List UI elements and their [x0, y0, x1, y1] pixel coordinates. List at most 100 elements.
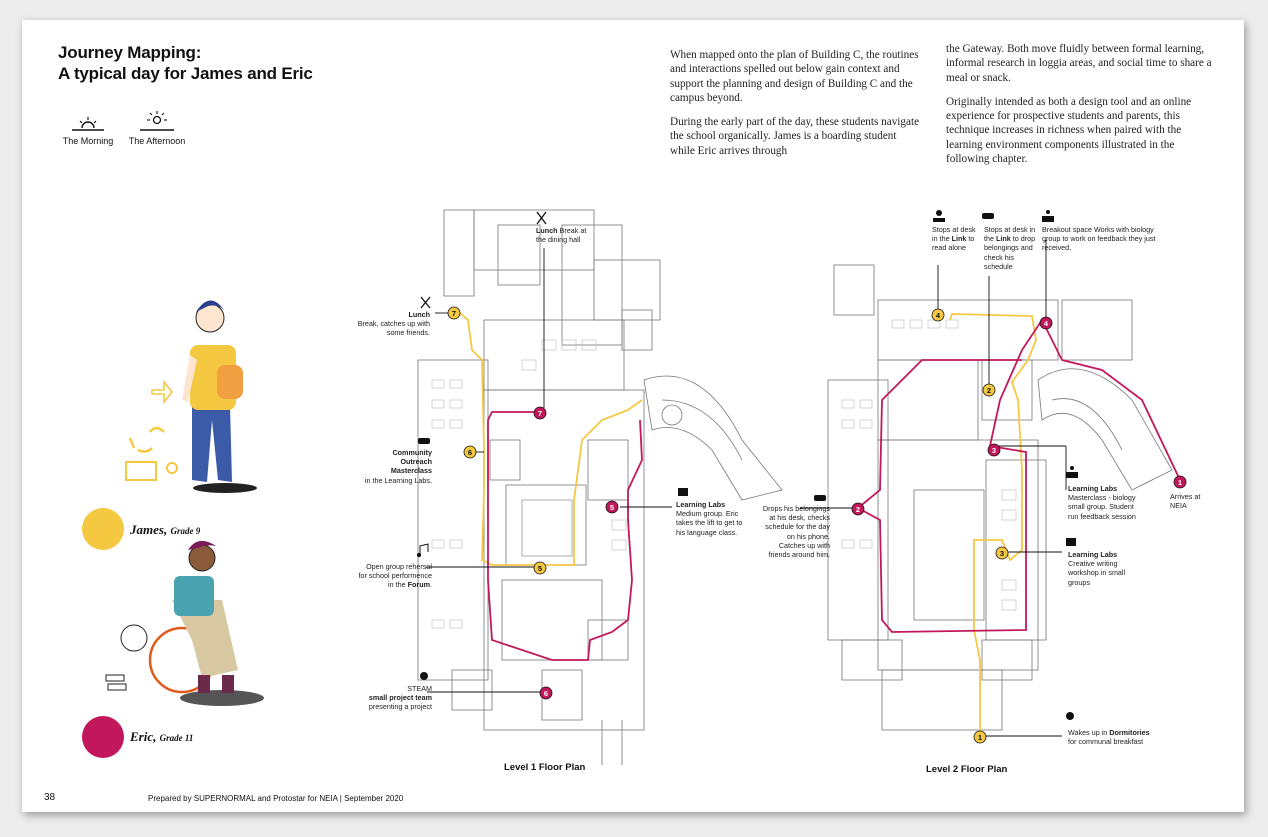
svg-text:5: 5: [538, 564, 542, 573]
stops-desk-drop-bold: Link: [996, 234, 1011, 244]
stops-desk-read-bold: Link: [951, 234, 967, 244]
lunch-friends-bold: Lunch: [408, 310, 430, 319]
title-line-1: Journey Mapping:: [58, 43, 202, 62]
labs-master-bold: Learning Labs: [1068, 484, 1118, 493]
intro-column-2: the Gateway. Both move fluidly between f…: [946, 42, 1214, 176]
level2-markers: [851, 308, 1187, 744]
level2-furniture: [841, 319, 1017, 611]
labs-l1-bold: Learning Labs: [676, 500, 726, 509]
svg-text:7: 7: [452, 309, 456, 318]
chat-icon: [418, 213, 994, 501]
page-title: Journey Mapping: A typical day for James…: [58, 42, 313, 84]
legend-morning: The Morning: [58, 108, 118, 146]
footer-credit: Prepared by SUPERNORMAL and Protostar fo…: [148, 794, 404, 803]
fork-knife-icon: [420, 211, 547, 309]
steam-text: STEAM: [407, 684, 432, 693]
stops-desk-read-text-2: to read alone: [932, 234, 975, 253]
wakes-bold: Dormitories: [1109, 728, 1150, 737]
james-label: James, Grade 9: [130, 522, 200, 538]
steam-text-2: presenting a project: [368, 702, 432, 712]
stops-desk-drop-text-2: to drop belongings and check his schedul…: [984, 234, 1036, 271]
lunch-friends-text: Break, catches up with some friends.: [357, 319, 430, 338]
eric-color-dot: [82, 716, 124, 758]
music-icon: [416, 543, 429, 558]
stops-desk-drop-text: Stops at desk in the: [984, 225, 1036, 244]
level2-marker-labels: 4 4 2 3 2 3 1 1: [856, 311, 1182, 742]
james-name: James,: [130, 522, 168, 537]
intro-col1-p1: When mapped onto the plan of Building C,…: [670, 49, 919, 104]
drops-belongings-text: Drops his belongings at his desk, checks…: [762, 504, 830, 560]
james-color-dot: [82, 508, 124, 550]
annotation-drops-belongings: Drops his belongings at his desk, checks…: [760, 504, 830, 559]
open-group-text: Open group rehersal for school performen…: [358, 562, 432, 590]
svg-text:6: 6: [468, 448, 472, 457]
notebook-icon: [678, 488, 1076, 546]
legend-afternoon-label: The Afternoon: [128, 136, 186, 146]
labs-master-text: Masterclass - biology small group. Stude…: [1068, 493, 1136, 521]
level2-plan-label: Level 2 Floor Plan: [926, 764, 1008, 775]
svg-text:3: 3: [992, 446, 996, 455]
labs-l1-text: Medium group. Eric takes the lift to get…: [676, 509, 743, 537]
open-group-end: .: [430, 580, 432, 590]
eric-path-level1: [487, 411, 643, 661]
level1-markers: [447, 306, 619, 700]
level1-plan-label: Level 1 Floor Plan: [504, 762, 586, 773]
level1-marker-labels: 7 6 5 7 5 6: [452, 309, 614, 698]
legend-afternoon: The Afternoon: [124, 108, 190, 146]
james-illustration: [125, 300, 257, 493]
page-number: 38: [44, 792, 56, 803]
gear-icon: [420, 672, 1074, 720]
annotation-breakout: Breakout space Works with biology group …: [1042, 225, 1160, 253]
community-bold: Community Outreach Masterclass: [390, 448, 432, 476]
legend-morning-label: The Morning: [62, 136, 114, 146]
arrives-text: Arrives at NEIA: [1170, 492, 1201, 511]
annotation-arrives: Arrives at NEIA: [1170, 492, 1204, 510]
level1-floor-plan: [417, 209, 783, 765]
level1-furniture: [431, 339, 627, 629]
annotation-stops-desk-read: Stops at desk in the Link to read alone: [932, 225, 982, 253]
steam-bold: small project team: [368, 693, 432, 703]
intro-col2-p2: Originally intended as both a design too…: [946, 95, 1192, 166]
annotation-open-group: Open group rehersal for school performen…: [356, 562, 432, 590]
open-group-bold: Forum: [407, 580, 430, 590]
svg-text:1: 1: [978, 733, 982, 742]
svg-text:2: 2: [987, 386, 991, 395]
sun-icon: [140, 111, 174, 131]
person-desk-icon: [933, 210, 1078, 478]
spread-page: Journey Mapping: A typical day for James…: [22, 20, 1244, 812]
annotation-stops-desk-drop: Stops at desk in the Link to drop belong…: [984, 225, 1040, 271]
annotation-steam: STEAM small project team presenting a pr…: [356, 684, 432, 712]
svg-text:7: 7: [538, 409, 542, 418]
annotation-lunch-friends: Lunch Break, catches up with some friend…: [350, 310, 430, 338]
stops-desk-read-text: Stops at desk in the: [932, 225, 976, 244]
james-grade: Grade 9: [170, 526, 201, 536]
annotation-wakes-up: Wakes up in Dormitories for communal bre…: [1068, 728, 1158, 746]
breakout-text: Breakout space Works with biology group …: [1042, 225, 1156, 253]
svg-text:4: 4: [1044, 319, 1049, 328]
eric-label: Eric, Grade 11: [130, 729, 193, 745]
james-path-level1: [459, 312, 643, 566]
labs-creative-text: Creative writing workshop in small group…: [1068, 559, 1126, 587]
lunch-dining-bold: Lunch: [536, 226, 558, 235]
intro-column-1: When mapped onto the plan of Building C,…: [670, 48, 922, 168]
annotation-learning-labs-creative: Learning Labs Creative writing workshop …: [1068, 550, 1138, 587]
svg-text:6: 6: [544, 689, 548, 698]
community-text: in the Learning Labs.: [364, 475, 432, 485]
lunch-dining-text: Break at the dining hall: [536, 226, 587, 245]
eric-name: Eric,: [130, 729, 157, 744]
journey-graphics: 7 6 5 7 5 6 4 4 2 3 2 3 1 1: [105, 209, 1187, 765]
eric-grade: Grade 11: [159, 733, 194, 743]
svg-text:5: 5: [610, 503, 614, 512]
svg-text:2: 2: [856, 505, 860, 514]
annotation-community: Community Outreach Masterclass in the Le…: [362, 448, 432, 485]
wakes-text: Wakes up in: [1068, 728, 1110, 737]
annotation-learning-labs-master: Learning Labs Masterclass - biology smal…: [1068, 484, 1138, 521]
title-line-2: A typical day for James and Eric: [58, 64, 313, 83]
annotation-lunch-dining: Lunch Break at the dining hall: [536, 226, 596, 244]
sunrise-icon: [72, 117, 104, 131]
james-path-level2: [949, 313, 1037, 738]
svg-text:4: 4: [936, 311, 941, 320]
eric-illustration: [105, 540, 264, 706]
intro-col2-p1: the Gateway. Both move fluidly between f…: [946, 43, 1212, 84]
wakes-text-2: for communal breakfast: [1068, 737, 1144, 747]
